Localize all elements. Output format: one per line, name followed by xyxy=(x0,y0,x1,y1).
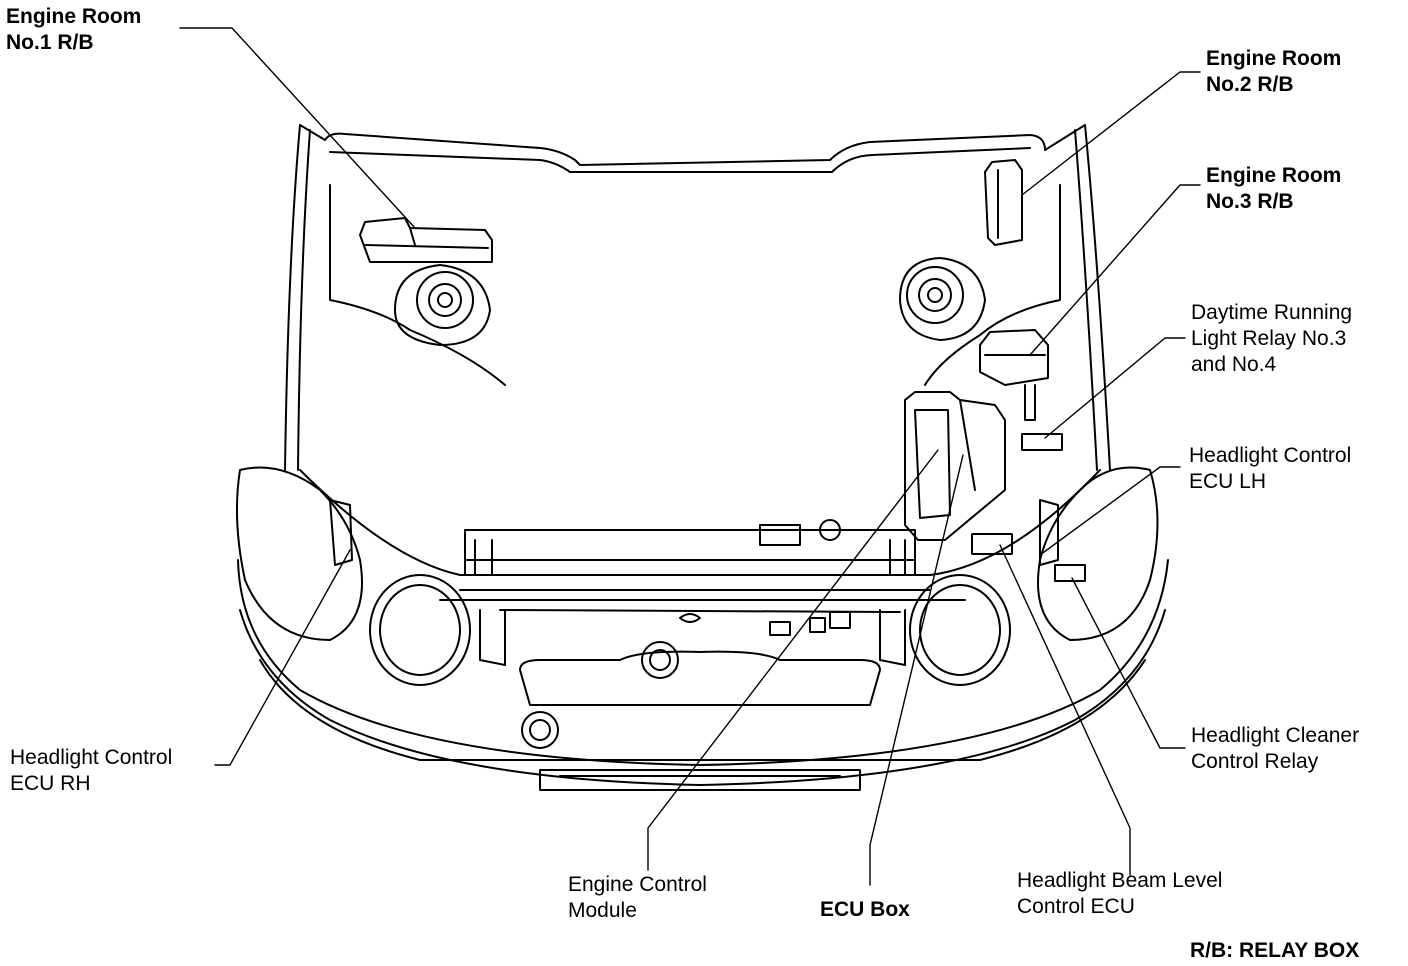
hood-outline xyxy=(284,124,1111,471)
headlights xyxy=(235,466,1159,686)
label-daytime-running-light-relay: Daytime Running Light Relay No.3 and No.… xyxy=(1191,301,1353,376)
legend-relay-box: R/B: RELAY BOX xyxy=(1190,939,1360,962)
label-ecu-box: ECU Box xyxy=(820,898,910,921)
relay-box-no2 xyxy=(984,159,1023,246)
label-headlight-control-ecu-rh: Headlight Control ECU RH xyxy=(10,746,173,795)
label-headlight-cleaner-control-relay: Headlight Cleaner Control Relay xyxy=(1191,724,1360,773)
label-engine-room-no1: Engine Room No.1 R/B xyxy=(6,5,142,54)
label-engine-room-no3: Engine Room No.3 R/B xyxy=(1206,164,1342,213)
relay-box-no3 xyxy=(979,329,1049,421)
label-headlight-control-ecu-lh: Headlight Control ECU LH xyxy=(1189,444,1352,493)
leader-lines xyxy=(179,27,1201,886)
relay-box-no1 xyxy=(359,217,493,263)
label-engine-room-no2: Engine Room No.2 R/B xyxy=(1206,47,1342,96)
label-engine-control-module: Engine Control Module xyxy=(568,873,707,922)
drl-relay-block xyxy=(1021,433,1063,451)
label-headlight-beam-level-control-ecu: Headlight Beam Level Control ECU xyxy=(1017,869,1223,918)
radiator-support xyxy=(299,469,1101,666)
ecu-box-drawing xyxy=(904,391,1006,541)
inner-fenders xyxy=(329,184,1061,386)
